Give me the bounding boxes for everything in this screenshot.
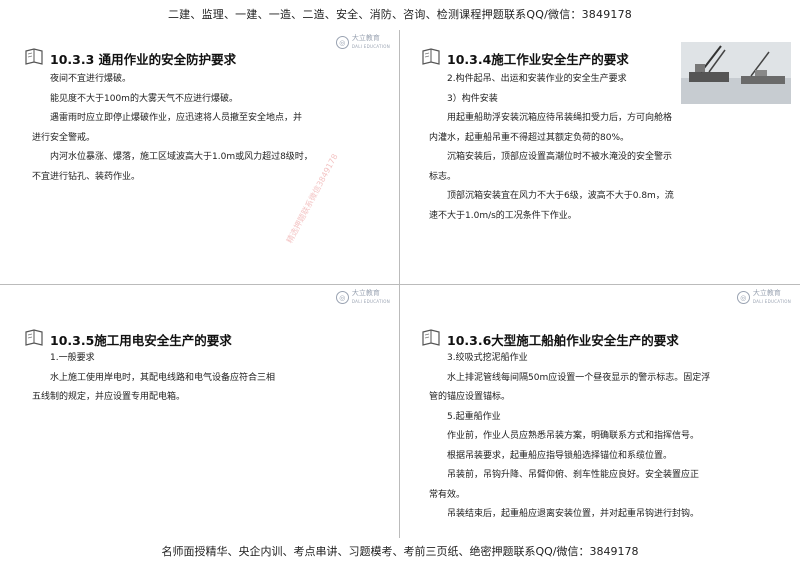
logo-text: 大立教育 (351, 34, 380, 42)
text-line: 沉箱安装后，顶部应设置高潮位时不被水淹没的安全警示 (447, 152, 673, 162)
text-line: 顶部沉箱安装宜在风力不大于6级，波高不大于0.8m，流 (447, 191, 674, 201)
text-line: 用起重船助浮安装沉箱应待吊装绳扣受力后，方可向舱格 (447, 113, 673, 123)
text-line: 3.绞吸式挖泥船作业 (447, 353, 528, 363)
text-line: 夜间不宜进行爆破。 (50, 74, 132, 84)
panel-title: 10.3.3 通用作业的安全防护要求 (50, 52, 237, 67)
footer-banner: 名师面授精华、央企内训、考点串讲、习题模考、考前三页纸、绝密押题联系QQ/微信：… (161, 545, 639, 558)
logo-text: 大立教育 (752, 289, 781, 297)
logo-icon: ◎ (335, 36, 349, 49)
book-icon (25, 329, 43, 346)
book-icon (422, 329, 440, 346)
panel-body: 2.构件起吊、出运和安装作业的安全生产要求 3）构件安装 用起重船助浮安装沉箱应… (429, 70, 774, 226)
text-line: 内灌水，起重船吊重不得超过其额定负荷的80%。 (429, 132, 630, 143)
text-line: 水上施工使用岸电时，其配电线路和电气设备应符合三相 (50, 372, 276, 383)
slide-panel-3: ◎ 大立教育 DALI EDUCATION 10.3.5施工用电安全生产的要求 1… (0, 285, 398, 537)
brand-logo: ◎ 大立教育 DALI EDUCATION (736, 289, 791, 306)
brand-logo: ◎ 大立教育 DALI EDUCATION (335, 34, 390, 51)
book-icon (25, 48, 43, 65)
text-line: 速不大于1.0m/s的工况条件下作业。 (429, 210, 577, 221)
logo-text: 大立教育 (351, 289, 380, 297)
text-line: 不宜进行钻孔、装药作业。 (32, 171, 141, 182)
text-line: 3）构件安装 (447, 93, 498, 104)
text-line: 吊装前，吊钩升降、吊臂仰俯、刹车性能应良好。安全装置应正 (447, 470, 700, 480)
logo-subtext: DALI EDUCATION (752, 299, 791, 304)
book-icon (422, 48, 440, 65)
crane-ship-photo (681, 42, 791, 104)
panel-title: 10.3.4施工作业安全生产的要求 (447, 52, 629, 67)
logo-subtext: DALI EDUCATION (351, 299, 390, 304)
text-line: 能见度不大于100m的大雾天气不应进行爆破。 (50, 93, 238, 104)
logo-icon: ◎ (736, 291, 750, 304)
text-line: 进行安全警戒。 (32, 132, 96, 143)
text-line: 标志。 (429, 171, 457, 182)
panel-title: 10.3.6大型施工船舶作业安全生产的要求 (447, 333, 679, 348)
panel-title: 10.3.5施工用电安全生产的要求 (50, 333, 232, 348)
text-line: 作业前，作业人员应熟悉吊装方案，明确联系方式和指挥信号。 (447, 431, 700, 441)
text-line: 根据吊装要求，起重船应指导锁船选择锚位和系缆位置。 (447, 450, 673, 461)
horizontal-divider (0, 284, 800, 285)
panel-body: 夜间不宜进行爆破。 能见度不大于100m的大雾天气不应进行爆破。 遇雷雨时应立即… (32, 70, 372, 187)
logo-icon: ◎ (335, 291, 349, 304)
text-line: 2.构件起吊、出运和安装作业的安全生产要求 (447, 74, 627, 84)
text-line: 常有效。 (429, 489, 466, 500)
text-line: 1.一般要求 (50, 353, 95, 363)
text-line: 吊装结束后，起重船应退离安装位置，并对起重吊钩进行封钩。 (447, 509, 700, 519)
text-line: 内河水位暴涨、爆落，施工区域波高大于1.0m或风力超过8级时， (50, 152, 313, 162)
panel-body: 3.绞吸式挖泥船作业 水上排泥管线每间隔50m应设置一个昼夜显示的警示标志。固定… (429, 349, 779, 525)
text-line: 水上排泥管线每间隔50m应设置一个昼夜显示的警示标志。固定浮 (447, 372, 711, 383)
panel-body: 1.一般要求 水上施工使用岸电时，其配电线路和电气设备应符合三相 五线制的规定，… (32, 349, 372, 408)
text-line: 管的锚应设置锚标。 (429, 392, 511, 402)
slide-panel-4: ◎ 大立教育 DALI EDUCATION 10.3.6大型施工船舶作业安全生产的… (401, 285, 799, 537)
text-line: 5.起重船作业 (447, 411, 501, 422)
logo-subtext: DALI EDUCATION (351, 44, 390, 49)
header-banner: 二建、监理、一建、一造、二造、安全、消防、咨询、检测课程押题联系QQ/微信：38… (167, 8, 632, 21)
slide-panel-2: 10.3.4施工作业安全生产的要求 2.构件起吊、出运和安装作业的安全生产要求 … (401, 30, 799, 282)
text-line: 五线制的规定，并应设置专用配电箱。 (32, 392, 186, 402)
brand-logo: ◎ 大立教育 DALI EDUCATION (335, 289, 390, 306)
text-line: 遇雷雨时应立即停止爆破作业，应迅速将人员撤至安全地点，并 (50, 113, 303, 123)
